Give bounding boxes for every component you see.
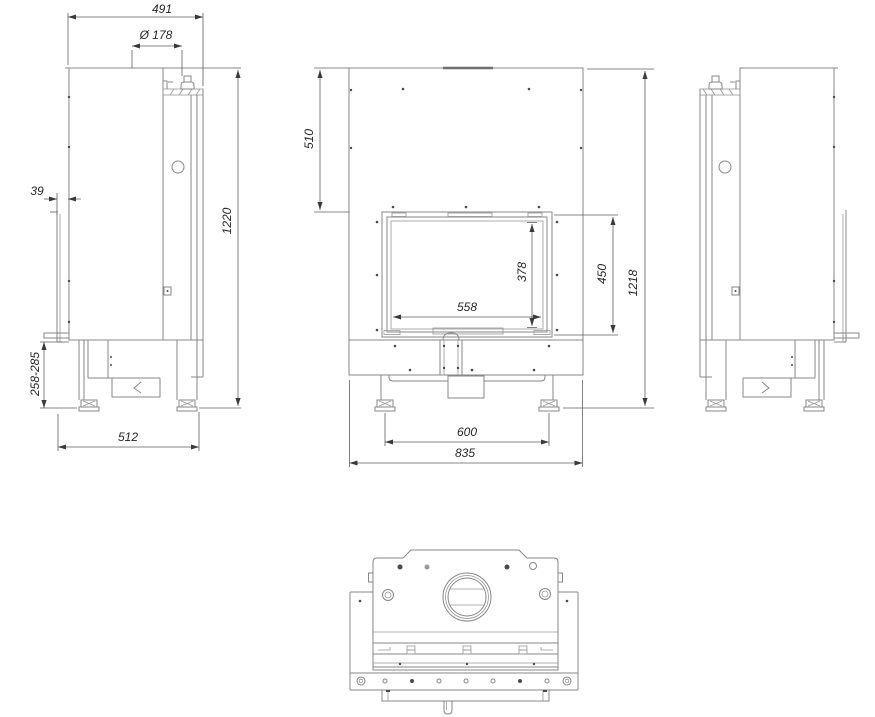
dim-door-height: 450 [595,264,609,284]
flue-outlet [442,572,492,622]
dim-overall-height-right: 1218 [626,269,640,296]
front-view-dimensions: 510 378 450 558 600 835 1218 [302,67,654,467]
dim-glass-height: 378 [515,262,529,282]
top-view [349,549,579,715]
dim-feet-spacing: 600 [457,425,477,439]
dim-base-depth: 512 [118,430,138,444]
dim-top-section-height: 510 [302,129,316,149]
left-side-view-dimensions: 491 Ø 178 39 1220 258-285 512 [28,2,241,451]
front-screw-dots [349,87,583,372]
dim-glass-width: 558 [457,300,477,314]
dim-rear-gap: 39 [30,184,44,198]
dim-base-height-range: 258-285 [28,352,42,397]
dim-overall-width: 835 [455,446,475,460]
door-frame [381,211,553,338]
front-view [348,66,584,412]
right-side-view [699,67,860,412]
front-rail-holes [356,676,572,686]
left-side-view [43,67,204,412]
dim-side-top-width: 491 [152,2,172,16]
latch-knob [442,332,460,341]
glass-pane [390,220,544,330]
dim-flue-diameter: Ø 178 [139,28,173,42]
dim-overall-height-left: 1220 [220,207,234,234]
